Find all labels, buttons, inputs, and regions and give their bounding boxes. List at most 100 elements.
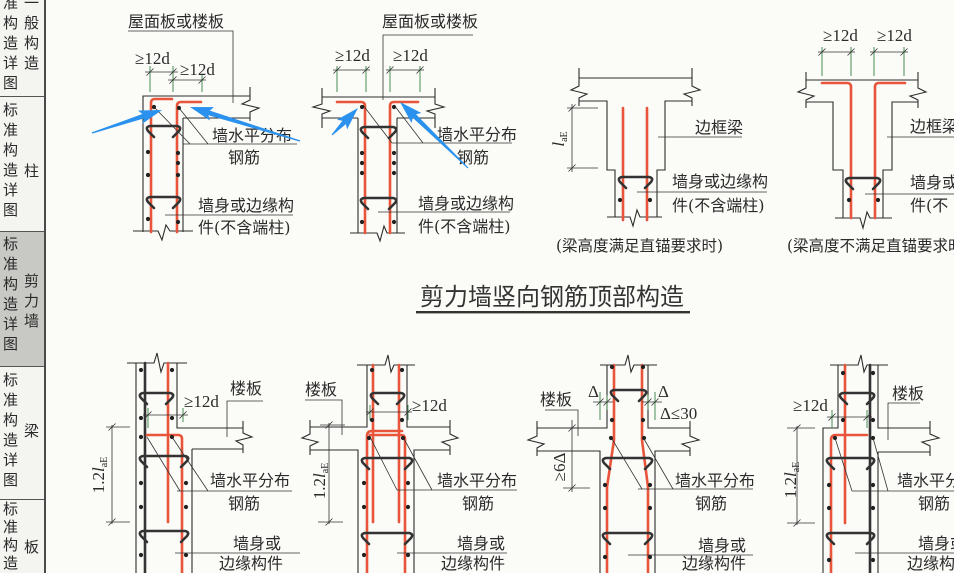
detail-thickness-change-both-sides: ≥12d 楼板 1.2laE 墙水平分布 钢筋 墙身或 边缘构件 xyxy=(300,354,517,573)
dimension-line xyxy=(787,426,815,525)
distribution-bar-dot xyxy=(169,367,175,373)
lap-length-label: 1.2laE xyxy=(310,463,331,500)
dimension-label: ≥12d xyxy=(180,60,215,79)
distribution-bar-dot xyxy=(359,219,365,225)
dimension-label: ≥12d xyxy=(135,49,170,68)
lap-length-label: 1.2laE xyxy=(781,462,802,499)
anchor-length-symbol: l xyxy=(781,472,800,477)
distribution-bar-dot xyxy=(359,150,365,156)
dimension-tick xyxy=(198,76,206,84)
break-line xyxy=(607,208,662,228)
distribution-bar-dot xyxy=(405,480,411,486)
break-line xyxy=(425,88,447,128)
distribution-bar-dot xyxy=(391,170,397,176)
tab-column-details[interactable]: 标准构造详图 柱 xyxy=(0,97,44,232)
break-line xyxy=(830,354,888,374)
wall-outline xyxy=(310,365,450,573)
dimension-tick xyxy=(568,484,576,492)
distribution-bar-dot xyxy=(870,482,876,488)
distribution-bar-dot xyxy=(176,105,182,111)
dimension-tick xyxy=(870,48,878,56)
break-line xyxy=(300,420,320,455)
vertical-rebar-highlighted xyxy=(175,100,203,234)
beam-outline xyxy=(806,79,918,218)
member-label-line1: 墙身或 xyxy=(918,534,954,553)
distribution-bar-dot xyxy=(405,552,411,558)
anchor-length-label: laE xyxy=(549,131,570,146)
distribution-bar-dot xyxy=(138,415,144,421)
dimension-tick xyxy=(362,66,370,74)
distribution-bar-dot xyxy=(183,552,189,558)
vertical-rebar-highlighted xyxy=(388,100,420,235)
detail-middle-wall-slab: ≥12d ≥12d 屋面板或楼板 墙水平分布 钢筋 墙身或边缘构 件(不含端柱) xyxy=(310,12,517,243)
slope-length-label: ≥6Δ xyxy=(550,453,569,482)
dimension-label: ≥12d xyxy=(412,396,447,415)
dimension-tick xyxy=(793,519,801,527)
break-line xyxy=(526,421,546,456)
extension-line xyxy=(831,410,868,428)
distribution-bar-dot xyxy=(361,504,367,510)
dimension-tick xyxy=(325,518,333,526)
dimension-tick xyxy=(179,411,187,419)
bar-label-line2: 钢筋 xyxy=(918,494,950,513)
tie-bar xyxy=(360,456,414,471)
distribution-bar-dot xyxy=(400,435,406,441)
dimension-label: ≥12d xyxy=(793,396,828,415)
member-label-line2: 边缘构件 xyxy=(682,554,746,573)
distribution-bar-dot xyxy=(405,504,411,510)
distribution-bar-dot xyxy=(391,150,397,156)
distribution-bar-dot xyxy=(846,197,852,203)
sidebar-index: 准构造详图 一般构造 标准构造详图 柱 标准构造详图 剪力墙 标准构造详图 梁 … xyxy=(0,0,46,573)
annotation-arrow-icon xyxy=(91,110,162,134)
leader-line xyxy=(382,34,473,100)
tab-slab-details[interactable]: 标准构造 板 xyxy=(0,500,44,573)
detail-end-wall-slab: ≥12d ≥12d 屋面板或楼板 墙水平分布 钢筋 墙身或边缘构 件(不含端柱) xyxy=(128,12,297,242)
tab-label: 板 xyxy=(22,539,40,559)
distribution-bar-dot xyxy=(359,104,365,110)
tab-shear-wall-details[interactable]: 标准构造详图 剪力墙 xyxy=(0,232,44,367)
tie-bar xyxy=(844,176,882,191)
detail-small-offset-cranked-bars: Δ Δ Δ≤30 楼板 ≥6Δ 墙水平分布 钢筋 墙身或 边缘构件 xyxy=(526,354,755,573)
distribution-bar-dot xyxy=(647,554,653,560)
tab-general-details[interactable]: 准构造详图 一般构造 xyxy=(0,0,44,97)
slab-label: 楼板 xyxy=(540,390,572,409)
distribution-bar-dot xyxy=(870,435,876,441)
break-line xyxy=(440,420,460,455)
bar-label-line2: 钢筋 xyxy=(228,494,260,513)
break-line xyxy=(835,210,892,231)
wall-outline xyxy=(135,363,243,573)
distribution-bar-dot xyxy=(145,149,151,155)
slab-label: 屋面板或楼板 xyxy=(128,12,224,31)
distribution-bar-dot xyxy=(826,557,832,563)
distribution-bar-dot xyxy=(183,480,189,486)
beam-outline xyxy=(579,77,692,217)
distribution-bar-dot xyxy=(870,417,876,423)
distribution-bar-dot xyxy=(870,370,876,376)
dimension-label: ≥12d xyxy=(393,46,428,65)
distribution-bar-dot xyxy=(870,557,876,563)
dimension-tick xyxy=(333,66,341,74)
detail-thickness-change-outer-side: ≥12d 楼板 1.2laE 墙水平分 钢筋 墙身或 边缘构 xyxy=(781,354,954,573)
member-label-line1: 墙身或边缘构 xyxy=(672,172,768,191)
dimension-line xyxy=(318,423,345,524)
tab-beam-details[interactable]: 标准构造详图 梁 xyxy=(0,367,44,500)
dimension-tick xyxy=(863,413,871,421)
annotation-arrow-icon xyxy=(331,108,358,136)
distribution-bar-dot xyxy=(617,197,623,203)
tie-bar xyxy=(601,531,654,546)
member-label-line2: 件(不含端柱) xyxy=(418,217,511,236)
dimension-tick xyxy=(169,68,177,76)
dimension-tick xyxy=(568,164,576,172)
distribution-bar-dot xyxy=(369,367,375,373)
extension-line xyxy=(147,408,184,428)
tie-bar xyxy=(360,531,414,546)
lap-factor: 1.2 xyxy=(781,477,800,498)
lap-factor: 1.2 xyxy=(89,472,108,493)
distribution-bar-dot xyxy=(875,197,881,203)
dimension-tick xyxy=(568,424,576,432)
distribution-bar-dot xyxy=(640,364,646,370)
offset-label: Δ xyxy=(658,382,669,401)
distribution-bar-dot xyxy=(138,367,144,373)
detail-thickness-change-one-side: ≥12d 楼板 1.2laE 墙水平分布 钢筋 墙身或 边缘构件 xyxy=(89,352,300,573)
